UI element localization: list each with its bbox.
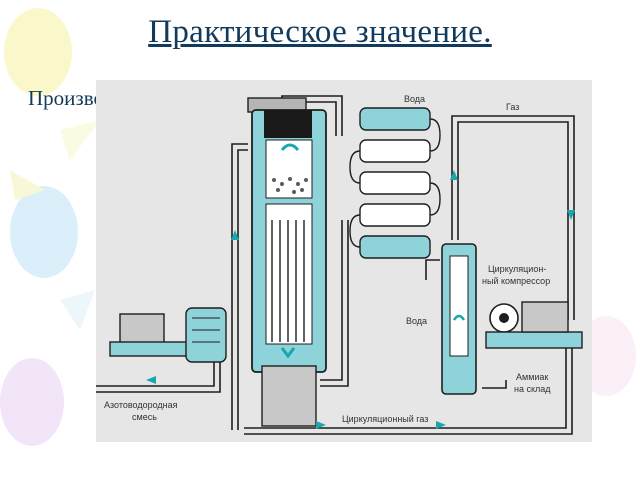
mixture-label-line2: смесь (132, 412, 157, 422)
diagram-background (96, 80, 592, 442)
ammonia-label-line1: Аммиак (516, 372, 548, 382)
circulation-compressor (485, 301, 583, 349)
gas-label: Газ (506, 102, 519, 112)
flow-arrows (146, 170, 575, 429)
compressor-label-line2: ный компрессор (482, 276, 550, 286)
feed-compressor (109, 307, 227, 363)
ammonia-production-diagram: Вода Газ Циркуляцион- ный компрессор Вод… (96, 80, 592, 442)
synthesis-column (247, 97, 327, 427)
separator (441, 243, 477, 395)
circulating-gas-label: Циркуляционный газ (342, 414, 428, 424)
water-out-label: Вода (404, 94, 425, 104)
compressor-label-line1: Циркуляцион- (488, 264, 546, 274)
ammonia-label-line2: на склад (514, 384, 551, 394)
water-in-label: Вода (406, 316, 427, 326)
condenser (349, 107, 441, 259)
page-title: Практическое значение. (148, 14, 492, 50)
pipe-network (96, 95, 575, 435)
mixture-label-line1: Азотоводородная (104, 400, 178, 410)
